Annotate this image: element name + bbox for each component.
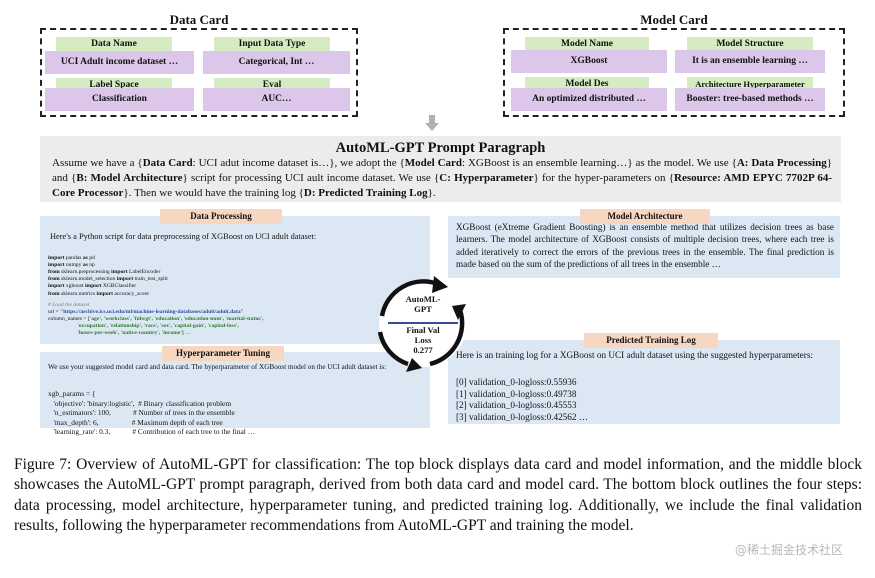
prompt-title: AutoML-GPT Prompt Paragraph	[335, 140, 546, 156]
model-card-title: Model Card	[640, 12, 708, 27]
model-card-value: XGBoost	[511, 50, 667, 73]
training-log-tag: Predicted Training Log	[584, 333, 718, 348]
model-architecture-text: XGBoost (eXtreme Gradient Boosting) is a…	[456, 222, 834, 270]
prompt-text: }. Then we would have the training log {	[123, 187, 304, 199]
code-line: 'hours-per-week', 'native-country', 'inc…	[77, 330, 191, 337]
model-card-label: Model Structure	[687, 37, 813, 51]
prompt-body: Assume we have a {Data Card: UCI adut in…	[52, 156, 832, 201]
log-line: [2] validation_0-logloss:0.45553	[456, 400, 577, 411]
hyperparameter-intro: We use your suggested model card and dat…	[48, 363, 387, 371]
model-architecture-tag: Model Architecture	[580, 209, 710, 224]
prompt-bold: D: Predicted Training Log	[303, 187, 428, 199]
model-architecture-panel: XGBoost (eXtreme Gradient Boosting) is a…	[448, 216, 840, 278]
cycle-bottom-line: 0.277	[413, 345, 433, 355]
hyperparameter-code: xgb_params = { 'objective': 'binary:logi…	[48, 380, 255, 455]
data-card: Data Name UCI Adult income dataset … Inp…	[40, 28, 358, 117]
code-line: import numpy as np	[48, 262, 95, 269]
training-log-intro: Here is an training log for a XGBoost on…	[456, 350, 813, 360]
data-processing-intro: Here's a Python script for data preproce…	[50, 232, 317, 241]
code-line: 'occupation', 'relationship', 'race', 's…	[77, 322, 239, 329]
figure-caption: Figure 7: Overview of AutoML-GPT for cla…	[14, 456, 862, 535]
log-line: [3] validation_0-logloss:0.42562 …	[456, 411, 588, 422]
code-line: import xgboost import XGBClassifier	[48, 283, 137, 290]
code-comment: # Load the dataset	[48, 301, 90, 308]
data-card-value: AUC…	[203, 88, 350, 111]
prompt-bold: C: Hyperparameter	[439, 172, 534, 184]
training-log-panel: Here is an training log for a XGBoost on…	[448, 340, 840, 424]
cycle-bottom-line: Final Val	[406, 325, 440, 335]
cycle-top-label-suffix: GPT	[414, 304, 432, 314]
model-card-value: It is an ensemble learning …	[675, 50, 825, 73]
prompt-text: : UCI adut income dataset is…}, we adopt…	[192, 157, 405, 169]
hyperparameter-tag: Hyperparameter Tuning	[162, 346, 284, 361]
prompt-text: } and {	[52, 157, 833, 184]
prompt-text: Assume we have a {	[52, 157, 143, 169]
code-line: url = "https://archive.ics.uci.edu/ml/ma…	[48, 308, 244, 315]
code-line: 'n_estimators': 100, # Number of trees i…	[48, 408, 235, 418]
model-card-value: An optimized distributed …	[511, 88, 667, 111]
prompt-bold: Model Card	[404, 157, 463, 169]
prompt-bold: Resource: AMD EPYC 7702P 64-Core Process…	[52, 172, 832, 199]
cycle-bottom-label: Final Val Loss 0.277	[388, 325, 458, 355]
down-arrow-icon	[425, 115, 439, 131]
code-line: xgb_params = {	[48, 389, 96, 399]
model-card: Model Name XGBoost Model Structure It is…	[503, 28, 845, 117]
hyperparameter-panel: We use your suggested model card and dat…	[40, 352, 430, 436]
model-card-label: Model Des	[525, 77, 649, 91]
data-card-value: Classification	[45, 88, 194, 111]
code-line: from sklearn.preprocessing import LabelE…	[48, 269, 161, 276]
prompt-bold: Data Card	[142, 157, 193, 169]
cycle-top-label: AutoML-	[405, 294, 441, 304]
cycle-bottom-line: Loss	[414, 335, 432, 345]
prompt-bold: A: Data Processing	[736, 157, 827, 169]
prompt-text: } for the hyper-parameters on {	[533, 172, 674, 184]
model-card-label: Model Name	[525, 37, 649, 51]
data-card-label: Input Data Type	[214, 37, 330, 51]
data-processing-panel: Here's a Python script for data preproce…	[40, 216, 430, 344]
code-line: 'max_depth': 6, # Maximum depth of each …	[48, 417, 223, 427]
prompt-text: }.	[427, 187, 436, 199]
code-line: 'learning_rate': 0.3, # Contribution of …	[48, 427, 256, 437]
prompt-text: } script for processing UCI ault income …	[182, 172, 440, 184]
data-card-value: Categorical, Int …	[203, 51, 350, 74]
training-log-lines: [0] validation_0-logloss:0.55936 [1] val…	[456, 377, 588, 423]
code-line: import pandas as pd	[48, 255, 95, 262]
data-card-value: UCI Adult income dataset …	[45, 51, 194, 74]
code-line: 'objective': 'binary:logistic', # Binary…	[48, 398, 232, 408]
prompt-bold: B: Model Architecture	[76, 172, 183, 184]
code-line: from sklearn.metrics import accuracy_sco…	[48, 290, 149, 297]
cycle-arrows-icon	[377, 276, 467, 372]
data-card-label: Data Name	[56, 37, 172, 51]
data-processing-tag: Data Processing	[160, 209, 282, 224]
prompt-paragraph: AutoML-GPT Prompt Paragraph Assume we ha…	[40, 136, 841, 202]
log-line: [1] validation_0-logloss:0.49738	[456, 388, 577, 399]
model-card-label: Architecture Hyperparameter	[687, 77, 813, 91]
watermark: @稀土掘金技术社区	[735, 543, 844, 557]
model-card-value: Booster: tree-based methods …	[675, 88, 825, 111]
code-line: from sklearn.model_selection import trai…	[48, 276, 168, 283]
log-line: [0] validation_0-logloss:0.55936	[456, 377, 577, 387]
code-line: column_names = ['age', 'workclass', 'fnl…	[48, 315, 264, 322]
prompt-text: : XGBoost is an ensemble learning…} as t…	[462, 157, 737, 169]
data-card-title: Data Card	[169, 12, 229, 27]
